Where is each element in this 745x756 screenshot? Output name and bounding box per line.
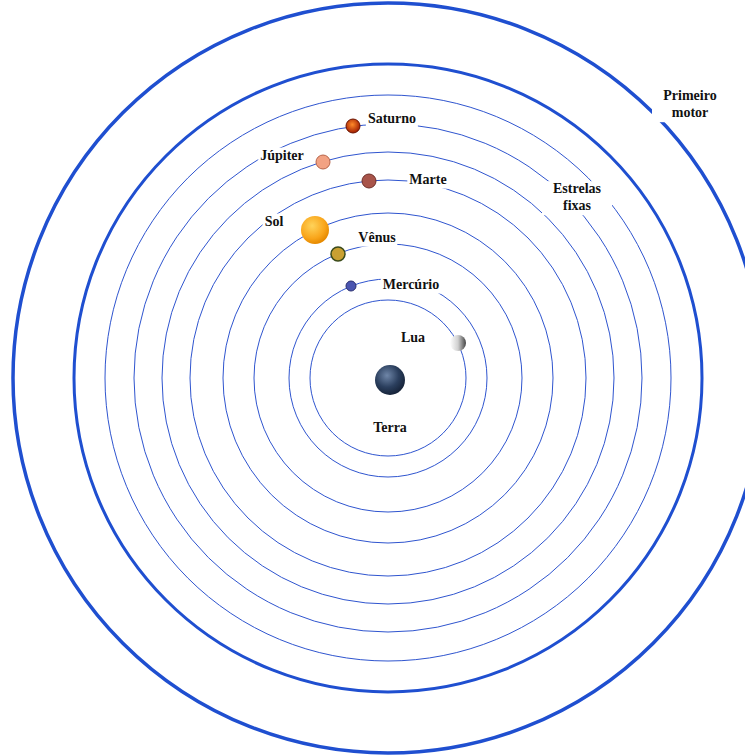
sun-body (301, 216, 329, 244)
fixed-stars-sphere (74, 64, 702, 692)
planet-label: Marte (407, 172, 448, 189)
planet-label: Mercúrio (381, 277, 442, 294)
orbit-circle (105, 95, 671, 661)
venus-body (331, 247, 345, 261)
planet-label: Terra (371, 420, 409, 437)
primum-mobile-sphere (13, 3, 745, 753)
moon-body (450, 335, 466, 351)
orbit-circle (162, 152, 614, 604)
planet-label: Júpiter (258, 148, 306, 165)
orbit-circle (223, 213, 553, 543)
orbit-circle (134, 124, 642, 632)
orbit-circle (310, 300, 466, 456)
planet-label: Vênus (356, 230, 397, 247)
mars-body (362, 174, 376, 188)
sphere-label: Estrelas fixas (542, 181, 612, 215)
orbit-circle (254, 244, 522, 512)
saturn-body (346, 119, 360, 133)
mercury-body (346, 281, 356, 291)
orbit-circle (190, 180, 586, 576)
orbit-circle (289, 279, 487, 477)
planet-label: Sol (263, 214, 286, 231)
jupiter-body (316, 155, 330, 169)
sphere-label: Primeiro motor (652, 88, 728, 122)
planet-label: Saturno (366, 111, 418, 128)
earth-body (375, 365, 405, 395)
planet-label: Lua (399, 330, 427, 347)
